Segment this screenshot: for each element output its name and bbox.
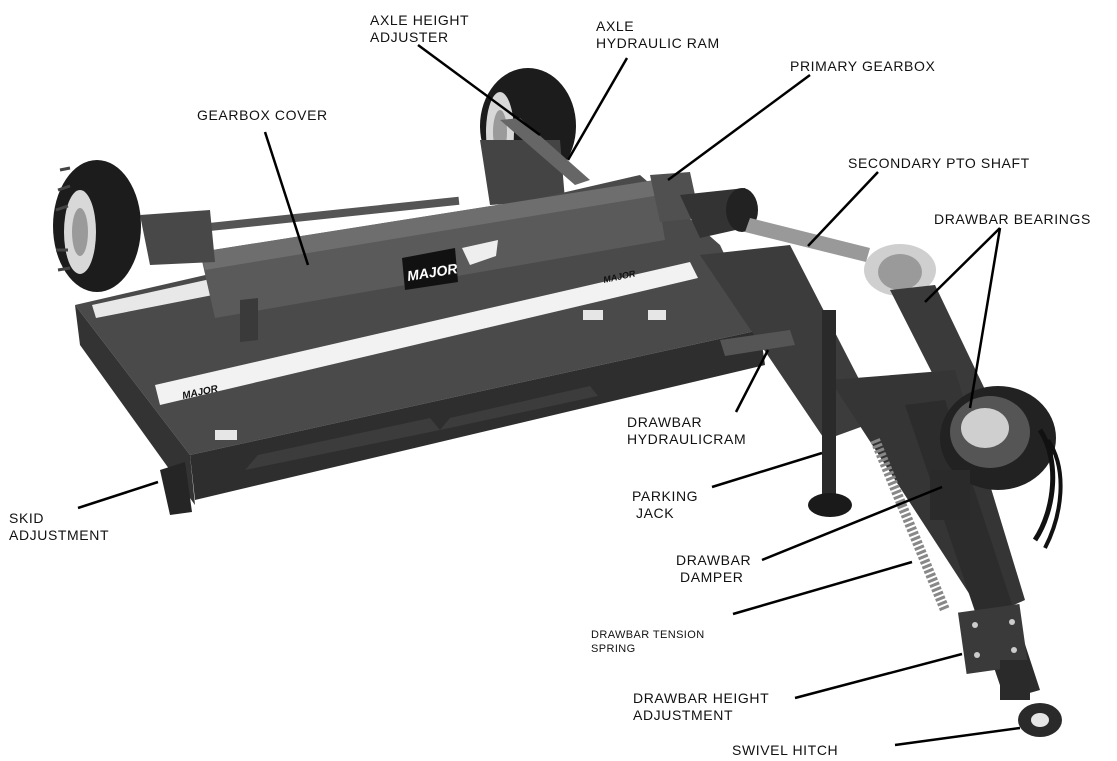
leader-skid-adjustment [77, 480, 159, 510]
leader-drawbar-height-adjustment [794, 652, 963, 700]
leader-swivel-hitch [894, 726, 1021, 747]
deck-logo-text: MAJOR [406, 260, 459, 284]
label-gearbox-cover: GEARBOX COVER [197, 107, 328, 123]
leader-axle-height-adjuster [417, 43, 541, 137]
left-wheel [53, 160, 141, 292]
gearbox-cover-shape [200, 180, 665, 318]
leader-gearbox-cover [263, 131, 310, 266]
rear-stripe [92, 278, 218, 318]
leader-axle-hydraulic-ram [566, 57, 629, 161]
drawbar-damper-shape [930, 470, 970, 520]
tension-spring-shape [870, 438, 950, 612]
leader-primary-gearbox [667, 73, 811, 182]
label-drawbar-bearings: DRAWBAR BEARINGS [934, 211, 1091, 227]
front-stripe [155, 262, 698, 405]
leader-drawbar-bearing-2 [968, 227, 1002, 409]
leader-drawbar-hydraulic-ram [734, 349, 770, 413]
leader-drawbar-tension-spring [732, 560, 913, 616]
skid [160, 462, 192, 515]
leader-drawbar-damper [761, 485, 943, 562]
axle-hydraulic-ram-shape [500, 118, 590, 185]
label-primary-gearbox: PRIMARY GEARBOX [790, 58, 936, 74]
deck-logo-decal: MAJOR [402, 240, 498, 290]
parking-jack-shape [822, 310, 836, 500]
leader-lines [77, 43, 1021, 747]
label-swivel-hitch: SWIVEL HITCH [732, 742, 839, 758]
drawbar-hydraulic-ram-shape [720, 330, 795, 356]
leader-parking-jack [711, 451, 823, 489]
label-secondary-pto-shaft: SECONDARY PTO SHAFT [848, 155, 1030, 171]
secondary-pto-shaft-shape [745, 218, 870, 262]
leader-secondary-pto-shaft [807, 171, 879, 247]
leader-drawbar-bearing-1 [924, 227, 1001, 303]
